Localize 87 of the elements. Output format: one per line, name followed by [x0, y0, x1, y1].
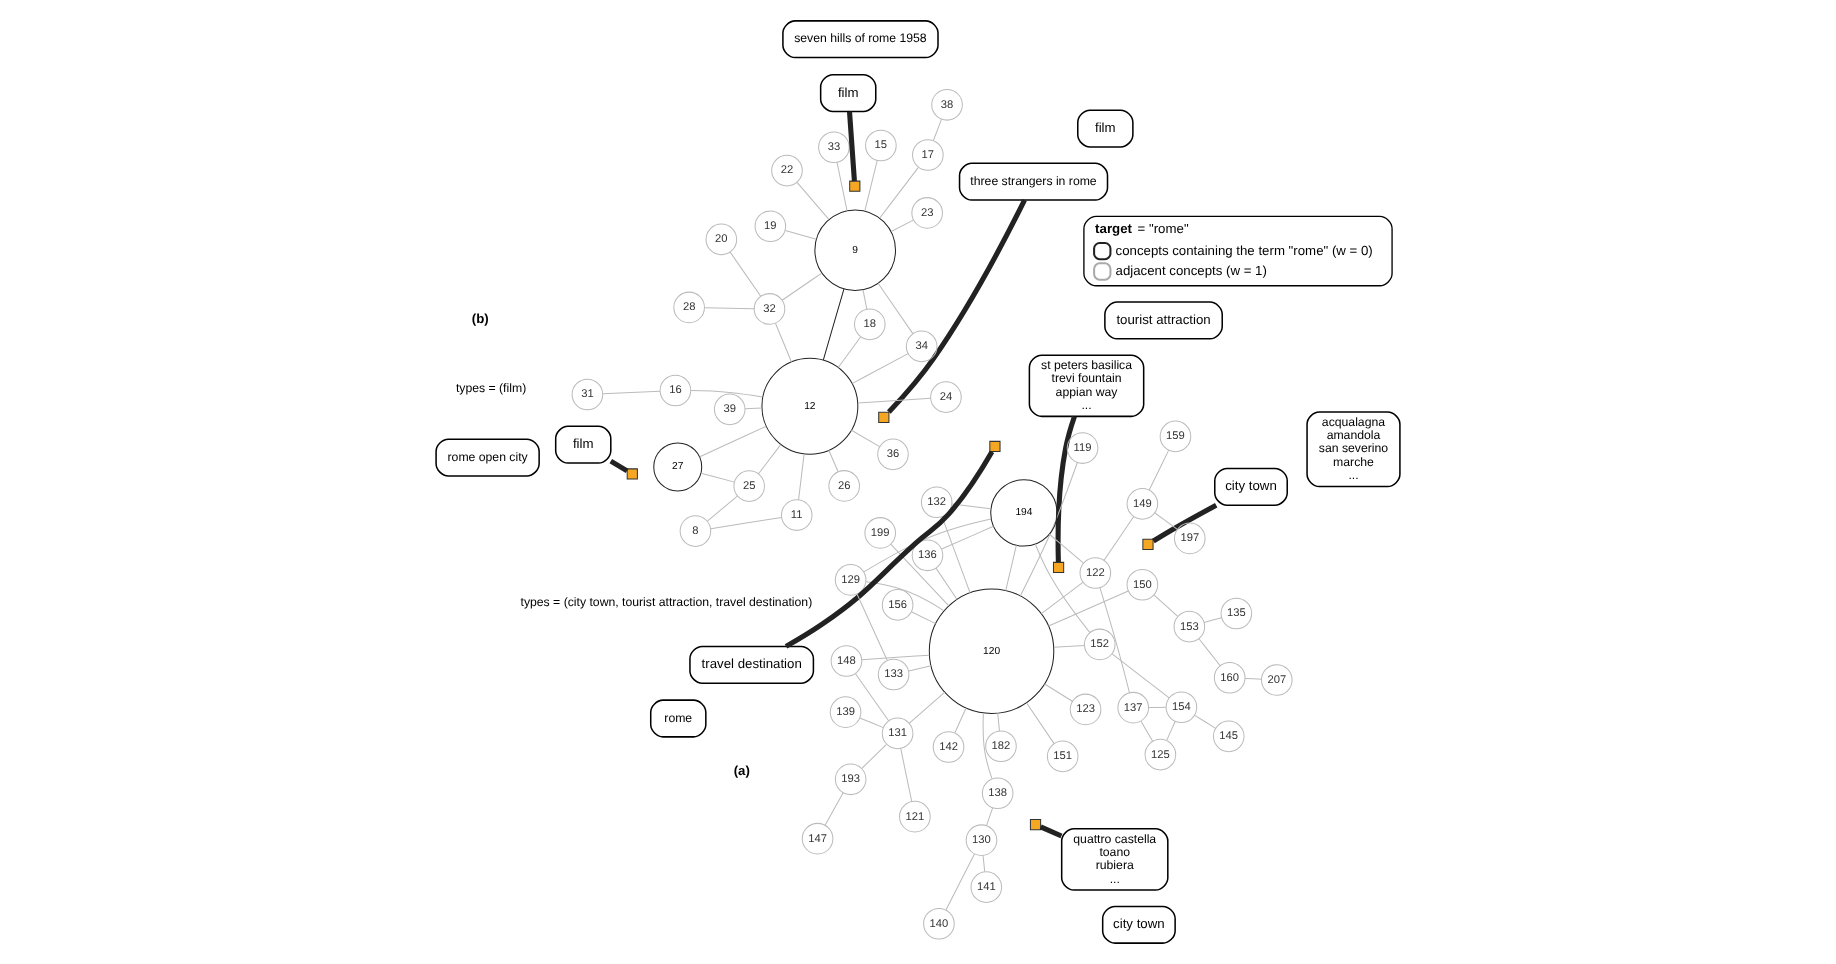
connector [784, 229, 817, 240]
connector [609, 458, 629, 474]
node-box [626, 468, 638, 480]
connector [932, 118, 943, 141]
connector [954, 707, 967, 734]
connector [781, 272, 823, 301]
connector [1044, 683, 1073, 702]
connector [863, 518, 992, 573]
connector [857, 397, 932, 404]
connector [690, 390, 763, 398]
connector [1166, 720, 1176, 741]
node-box [1029, 819, 1042, 831]
connector [900, 748, 913, 802]
connector [1103, 516, 1135, 561]
connector [1053, 644, 1085, 648]
connector [700, 472, 735, 483]
connector [836, 161, 848, 212]
node-box [989, 440, 1001, 453]
connector [941, 516, 971, 594]
node-box [849, 180, 861, 192]
connector [854, 673, 889, 721]
connector [846, 111, 857, 182]
node-box [878, 411, 890, 423]
connector [796, 181, 830, 220]
connector [886, 199, 1027, 414]
connector [851, 353, 909, 384]
connector [861, 654, 930, 661]
connector [758, 444, 782, 475]
connector [1111, 653, 1170, 699]
connector [837, 336, 862, 368]
connector [1148, 706, 1167, 709]
connector [1198, 638, 1221, 667]
connector [1148, 449, 1170, 491]
connector [699, 425, 767, 458]
connector [798, 453, 805, 501]
connector [729, 251, 762, 297]
connector [1154, 512, 1178, 530]
connector [1039, 824, 1063, 839]
connector [1055, 415, 1077, 562]
connector [1140, 720, 1154, 742]
connector [890, 219, 914, 233]
connector [910, 611, 937, 625]
connector [986, 807, 994, 826]
connector [784, 450, 995, 649]
connector [824, 792, 844, 826]
connector [908, 691, 946, 724]
connector [1099, 587, 1130, 694]
connector [1048, 590, 1129, 627]
connector [1034, 543, 1091, 633]
connector [744, 407, 763, 410]
connector [1203, 617, 1222, 623]
connector [828, 449, 839, 473]
connector [951, 503, 992, 510]
connector [890, 543, 950, 607]
connector [710, 516, 783, 530]
connector [1244, 677, 1262, 680]
connector [864, 159, 878, 212]
connector [1026, 702, 1055, 745]
node-box [1142, 538, 1154, 550]
connector [850, 429, 881, 448]
connector [1194, 714, 1216, 729]
connector [908, 665, 932, 672]
node-box [1052, 561, 1065, 574]
connector [1048, 533, 1084, 564]
connector [1005, 544, 1017, 591]
connector [982, 854, 986, 873]
connector [856, 593, 888, 662]
connector [997, 712, 1000, 732]
connector [775, 322, 792, 363]
connector [859, 717, 884, 729]
connector [982, 712, 993, 780]
connector [879, 167, 919, 219]
connector [706, 495, 738, 522]
connector [877, 283, 914, 334]
connector [1152, 503, 1218, 544]
connector [602, 390, 661, 395]
connector [862, 289, 868, 310]
connector [865, 581, 945, 612]
connector [1040, 581, 1084, 615]
connector [941, 525, 994, 550]
connector [861, 744, 887, 769]
connector [704, 307, 755, 310]
connector [935, 567, 958, 600]
connector [1153, 594, 1178, 617]
connector [822, 288, 845, 361]
connector [945, 853, 975, 911]
connector [1019, 462, 1078, 597]
